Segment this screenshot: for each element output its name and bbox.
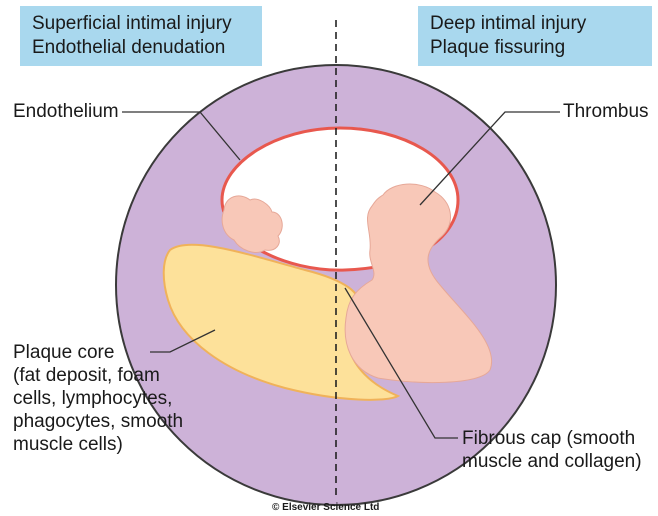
plaque-core-label-line: cells, lymphocytes, [13,387,183,410]
left-title-line2: Endothelial denudation [32,36,252,60]
right-title-line2: Plaque fissuring [430,36,642,60]
fibrous-cap-label-line: muscle and collagen) [462,450,642,473]
right-title-box: Deep intimal injury Plaque fissuring [418,6,652,66]
thrombus-label: Thrombus [563,100,649,123]
plaque-core-label-line: (fat deposit, foam [13,364,183,387]
left-title-line1: Superficial intimal injury [32,12,252,36]
plaque-core-label: Plaque core (fat deposit, foam cells, ly… [13,341,183,456]
endothelium-label: Endothelium [13,100,119,123]
copyright-notice: © Elsevier Science Ltd [272,502,379,513]
fibrous-cap-label-line: Fibrous cap (smooth [462,427,642,450]
plaque-core-label-line: Plaque core [13,341,183,364]
right-title-line1: Deep intimal injury [430,12,642,36]
plaque-core-label-line: muscle cells) [13,433,183,456]
left-title-box: Superficial intimal injury Endothelial d… [20,6,262,66]
fibrous-cap-label: Fibrous cap (smooth muscle and collagen) [462,427,642,473]
plaque-core-label-line: phagocytes, smooth [13,410,183,433]
